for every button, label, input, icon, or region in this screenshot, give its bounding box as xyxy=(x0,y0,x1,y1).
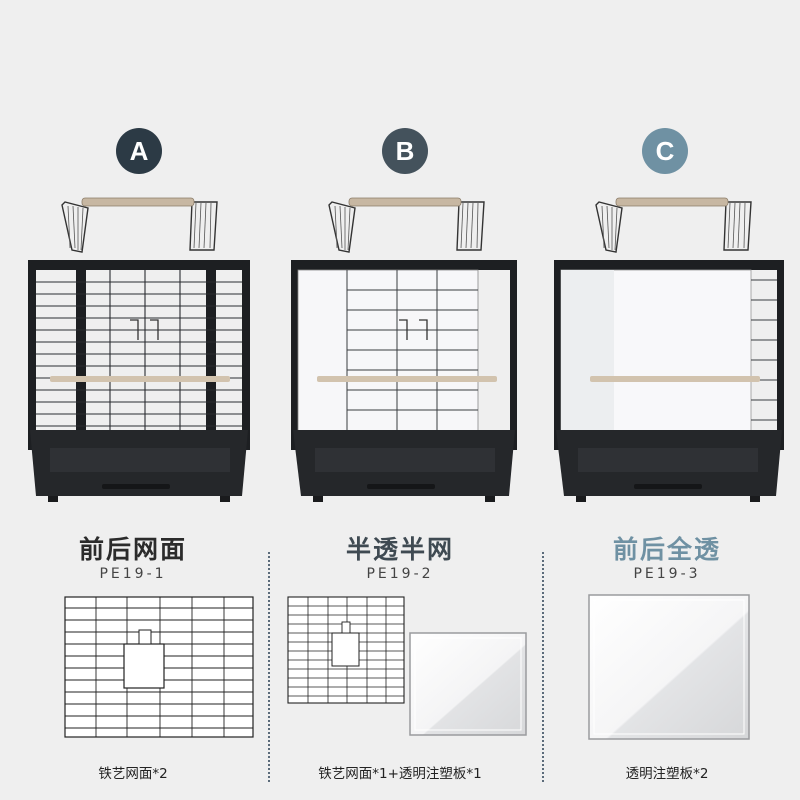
option-caption: 铁艺网面*1+透明注塑板*1 xyxy=(318,766,482,782)
option-code: PE19-2 xyxy=(366,566,434,582)
option-b[interactable]: B 半透半网 PE19-2 xyxy=(267,0,533,800)
option-code: PE19-3 xyxy=(633,566,701,582)
option-badge: B xyxy=(382,128,428,174)
option-badge: C xyxy=(642,128,688,174)
option-a[interactable]: A xyxy=(0,0,266,800)
option-code: PE19-1 xyxy=(99,566,167,582)
option-title: 半透半网 xyxy=(345,535,454,564)
clear-panel-image xyxy=(409,632,527,736)
handle-icon xyxy=(595,201,752,253)
option-title: 前后网面 xyxy=(78,535,187,564)
full-clear-cage-image xyxy=(554,197,784,502)
option-c[interactable]: C 前后全透 PE19-3 xyxy=(534,0,800,800)
handle-icon xyxy=(61,201,218,253)
mesh-cage-image xyxy=(28,197,250,502)
handle-icon xyxy=(328,201,485,253)
mesh-panel-image xyxy=(287,596,405,704)
clear-panel-image xyxy=(588,594,750,740)
column-divider-left xyxy=(268,552,270,782)
column-divider-right xyxy=(542,552,544,782)
option-caption: 铁艺网面*2 xyxy=(98,766,168,782)
mesh-panel-image xyxy=(64,596,254,738)
option-badge: A xyxy=(116,128,162,174)
half-clear-cage-image xyxy=(291,197,517,502)
option-title: 前后全透 xyxy=(612,535,721,564)
option-caption: 透明注塑板*2 xyxy=(625,766,709,782)
